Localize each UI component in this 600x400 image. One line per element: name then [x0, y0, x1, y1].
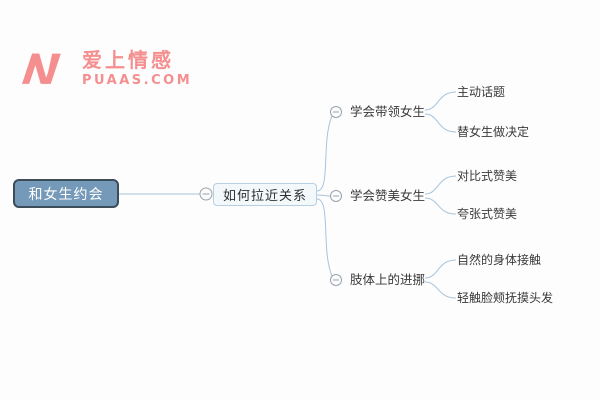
level2-node-label: 如何拉近关系 [222, 189, 307, 204]
link-level2-to-branch-0 [316, 115, 333, 192]
level2-node[interactable]: 如何拉近关系 [213, 183, 317, 206]
root-node-label: 和女生约会 [28, 186, 104, 203]
collapse-toggle-branch-1[interactable] [330, 190, 342, 202]
link-branch2-child1 [424, 281, 457, 299]
leaf-node-0-0[interactable]: 主动话题 [457, 85, 506, 99]
brand-name: 爱上情感 [82, 47, 174, 72]
collapse-toggle-branch-0[interactable] [330, 106, 342, 118]
collapse-toggle-level2[interactable] [199, 187, 213, 201]
brand-logo: 爱上情感 PUAAS.COM [22, 48, 192, 88]
leaf-node-1-1[interactable]: 夸张式赞美 [457, 207, 518, 221]
link-branch2-child0 [424, 259, 457, 279]
leaf-node-2-1[interactable]: 轻触脸颊抚摸头发 [457, 291, 554, 305]
link-level2-to-branch-2 [316, 198, 333, 277]
leaf-node-0-1[interactable]: 替女生做决定 [457, 125, 530, 139]
branch-node-0[interactable]: 学会带领女生 [350, 104, 426, 119]
link-branch0-child0 [424, 91, 457, 111]
link-branch0-child1 [424, 113, 457, 133]
link-branch1-child1 [424, 197, 457, 215]
link-branch1-child0 [424, 175, 457, 195]
branch-node-1[interactable]: 学会赞美女生 [350, 188, 426, 203]
leaf-node-1-0[interactable]: 对比式赞美 [457, 169, 518, 183]
brand-domain: PUAAS.COM [82, 72, 193, 88]
puaas-logo-icon [22, 53, 61, 84]
branch-node-2[interactable]: 肢体上的进挪 [350, 272, 426, 287]
collapse-toggle-branch-2[interactable] [330, 274, 342, 286]
leaf-node-2-0[interactable]: 自然的身体接触 [457, 253, 542, 267]
link-level2-to-branch-1 [316, 194, 331, 197]
root-node[interactable]: 和女生约会 [13, 179, 119, 208]
